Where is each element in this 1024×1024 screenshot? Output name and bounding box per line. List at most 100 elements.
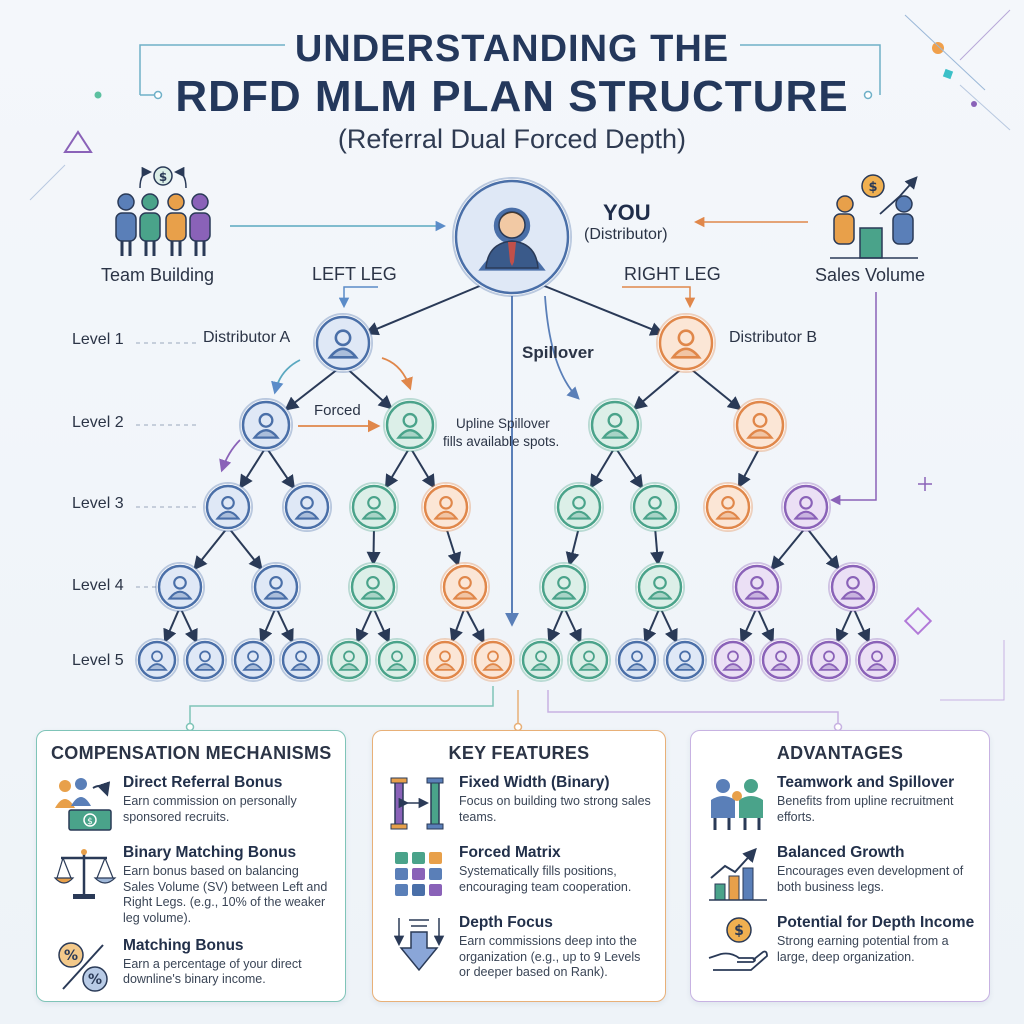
depth-focus-desc: Earn commissions deep into the organizat… [459, 934, 641, 980]
distributor-b-label: Distributor B [729, 329, 818, 346]
level-4-node-8 [828, 562, 878, 612]
growth-chart-icon [709, 847, 767, 901]
level-5-node-15 [807, 638, 851, 682]
level-5-node-13 [711, 638, 755, 682]
purple-spill-arrow [219, 439, 241, 473]
level-5-node-7 [423, 638, 467, 682]
edge-l2-l3-6 [737, 446, 761, 489]
forced-matrix-item: Forced Matrix Systematically fills posit… [387, 844, 651, 904]
compensation-panel: COMPENSATION MECHANISMS $ Direct Referra… [36, 730, 346, 1002]
level-4-label: Level 4 [72, 577, 124, 594]
level-3-label: Level 3 [72, 495, 124, 512]
edge-l2-l3-1 [265, 446, 296, 490]
matrix-grid-icon [395, 852, 442, 896]
level-3-node-1 [203, 482, 253, 532]
level-2-label: Level 2 [72, 414, 124, 431]
level-5-node-6 [375, 638, 419, 682]
spillover-left-arrow [271, 359, 301, 395]
level-3-node-3 [349, 482, 399, 532]
edge-l4-l5-4 [355, 606, 374, 644]
connector-compensation [189, 686, 494, 730]
svg-text:$: $ [868, 180, 877, 195]
level-4-node-6 [635, 562, 685, 612]
forced-label: Forced [314, 402, 361, 419]
edge-l4-l5-15 [852, 606, 871, 644]
level-4-node-4 [440, 562, 490, 612]
edge-l4-l5-13 [756, 606, 775, 644]
you-sublabel: (Distributor) [584, 226, 668, 243]
depth-income-item: $ Potential for Depth Income Strong earn… [705, 914, 975, 974]
level-5-node-16 [855, 638, 899, 682]
edge-l4-l5-7 [464, 606, 485, 644]
fixed-width-item: Fixed Width (Binary) Focus on building t… [387, 774, 651, 834]
edge-l2-l3-0 [239, 446, 267, 490]
forced-matrix-heading: Forced Matrix [459, 844, 561, 861]
level-3-node-7 [703, 482, 753, 532]
edge-l1-l2-2 [632, 364, 687, 411]
level-2-node-4 [733, 398, 787, 452]
level-5-node-4 [279, 638, 323, 682]
left-leg-arrow [338, 286, 378, 309]
svg-text:$: $ [87, 817, 93, 827]
edge-l3-l4-6 [770, 526, 807, 571]
level-5-node-14 [759, 638, 803, 682]
advantages-panel: ADVANTAGES Teamwork and Spillover Benefi… [690, 730, 990, 1002]
level-4-node-2 [251, 562, 301, 612]
matching-bonus-desc: Earn a percentage of your direct downlin… [123, 956, 302, 987]
level-3-node-2 [282, 482, 332, 532]
svg-text:%: % [64, 948, 78, 964]
balanced-growth-heading: Balanced Growth [777, 844, 905, 861]
level-3-node-8 [781, 482, 831, 532]
edge-l4-l5-9 [563, 606, 582, 644]
level-4-node-7 [732, 562, 782, 612]
depth-income-desc: Strong earning potential from a large, d… [777, 934, 949, 964]
level-5-node-9 [519, 638, 563, 682]
edge-l4-l5-10 [643, 606, 661, 644]
right-edge-decoration [940, 640, 1005, 701]
level-2-node-2 [383, 398, 437, 452]
compensation-title: COMPENSATION MECHANISMS [51, 743, 332, 763]
fixed-width-icon [390, 777, 444, 830]
direct-referral-desc: Earn commission on personally sponsored … [123, 794, 297, 824]
teamwork-desc: Benefits from upline recruitment efforts… [777, 794, 954, 824]
sales-volume-label: Sales Volume [815, 265, 926, 285]
level-2-node-1 [239, 398, 293, 452]
connector-advantages [547, 690, 839, 730]
team-building-icon: $ [115, 166, 211, 256]
right-leg-label: RIGHT LEG [624, 264, 721, 284]
title-line2: RDFD MLM PLAN STRUCTURE [175, 72, 849, 121]
level-5-node-5 [327, 638, 371, 682]
title-frame-decoration [139, 44, 881, 100]
corner-decorations [29, 9, 1011, 636]
upline-note-line2: fills available spots. [443, 434, 560, 449]
level-5-node-11 [615, 638, 659, 682]
edge-l4-l5-6 [449, 606, 466, 643]
you-label: YOU [603, 200, 651, 225]
edge-l4-l5-2 [259, 606, 277, 644]
edge-l3-l4-3 [445, 526, 462, 567]
level-5-node-2 [183, 638, 227, 682]
edge-l3-l4-1 [227, 526, 263, 571]
level-2-node-3 [588, 398, 642, 452]
direct-referral-heading: Direct Referral Bonus [123, 774, 283, 791]
edge-l1-l2-1 [342, 364, 393, 410]
edge-l4-l5-11 [659, 606, 678, 644]
edge-l3-l4-2 [366, 526, 381, 566]
coin-hand-icon: $ [708, 917, 768, 971]
depth-focus-item: Depth Focus Earn commissions deep into t… [387, 914, 651, 981]
level-4-node-5 [539, 562, 589, 612]
fixed-width-desc: Focus on building two strong sales teams… [459, 794, 651, 824]
balanced-growth-item: Balanced Growth Encourages even developm… [705, 844, 975, 904]
balance-scale-icon [53, 849, 117, 899]
level-5-node-1 [135, 638, 179, 682]
edge-l4-l5-8 [547, 606, 565, 644]
depth-arrow-icon [393, 918, 445, 972]
title-line1: UNDERSTANDING THE [294, 28, 730, 70]
edge-l3-l4-5 [650, 526, 665, 566]
level-5-node-3 [231, 638, 275, 682]
level-3-node-5 [554, 482, 604, 532]
edge-l4-l5-12 [739, 606, 758, 644]
matching-bonus-heading: Matching Bonus [123, 936, 244, 954]
forced-orange-arrow [381, 357, 413, 391]
